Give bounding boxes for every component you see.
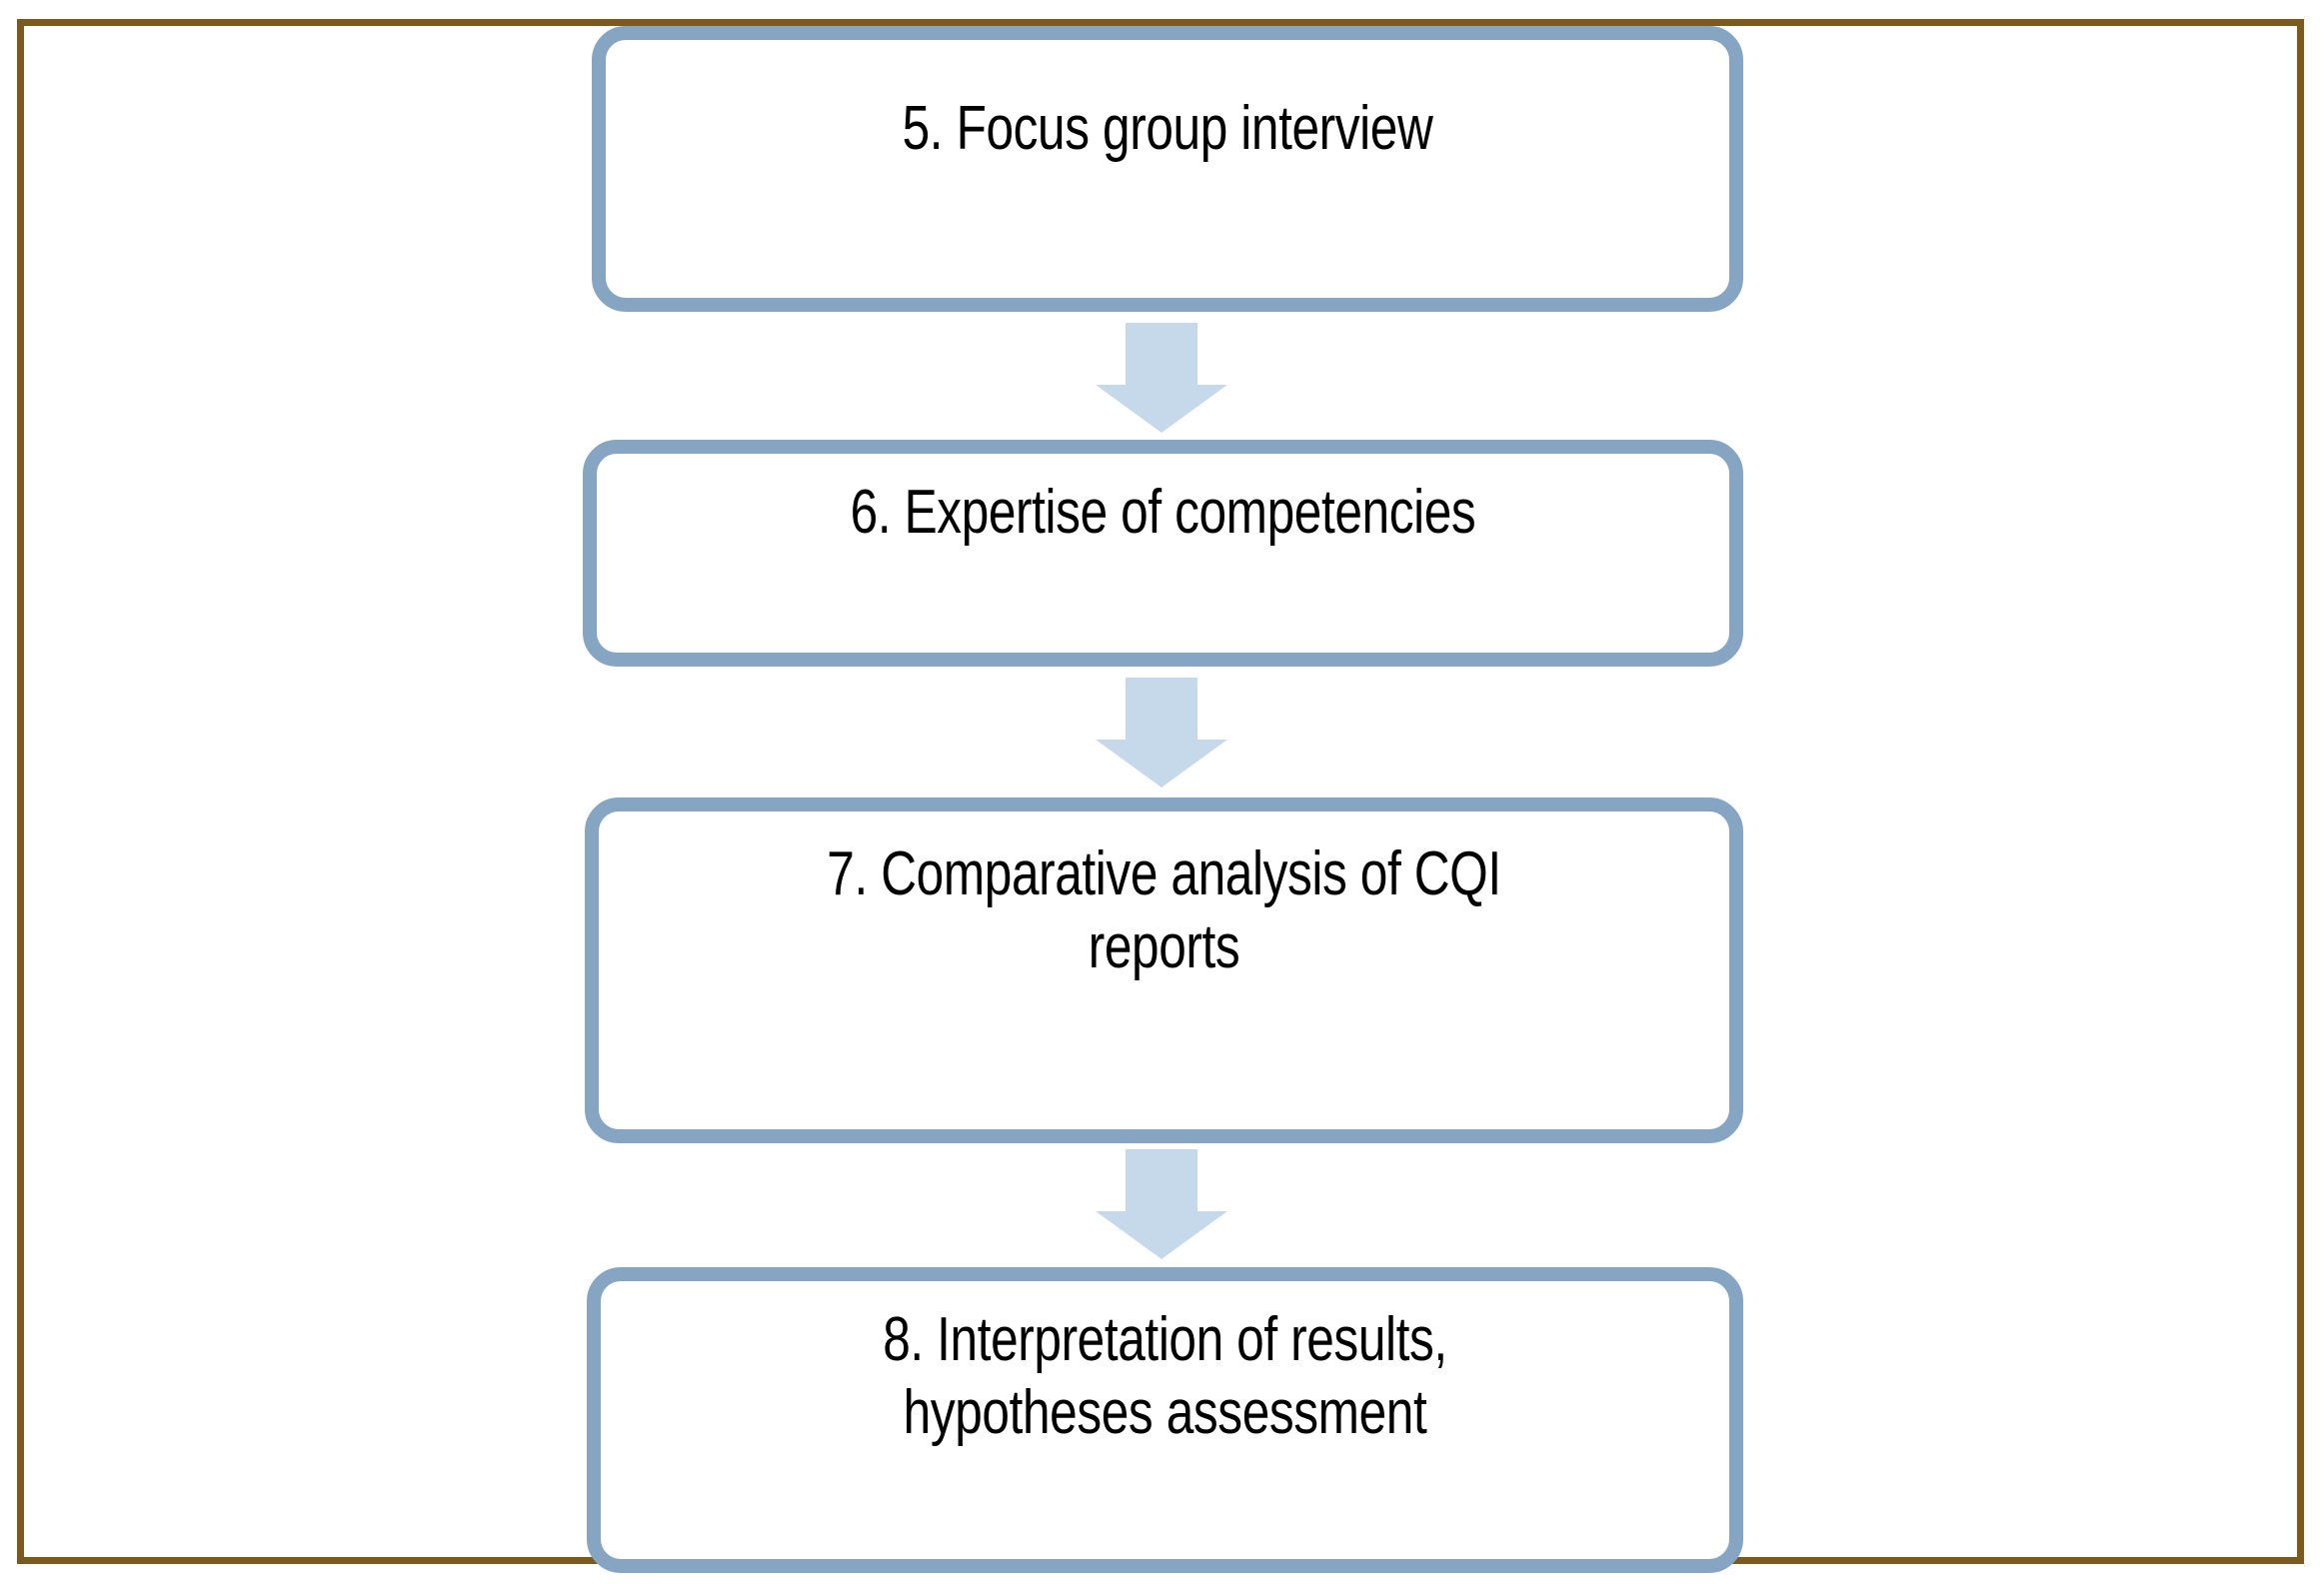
flowchart-node-step-6[interactable]: 6. Expertise of competencies <box>583 440 1743 667</box>
page-border-left <box>17 19 24 1564</box>
flowchart-node-step-7[interactable]: 7. Comparative analysis of CQI reports <box>585 797 1743 1143</box>
page-border-right <box>2297 19 2304 1564</box>
flowchart-node-label: 6. Expertise of competencies <box>850 478 1476 547</box>
flowchart-node-label: 7. Comparative analysis of CQI reports <box>827 839 1501 982</box>
flowchart-node-step-8[interactable]: 8. Interpretation of results, hypotheses… <box>587 1267 1743 1573</box>
down-arrow-icon <box>1096 678 1227 788</box>
page-border-top <box>17 19 2304 26</box>
down-arrow-icon <box>1096 323 1227 433</box>
flowchart-node-step-5[interactable]: 5. Focus group interview <box>592 26 1743 312</box>
flowchart-node-label: 5. Focus group interview <box>902 94 1433 163</box>
flowchart-node-label: 8. Interpretation of results, hypotheses… <box>883 1305 1447 1448</box>
down-arrow-icon <box>1096 1149 1227 1259</box>
